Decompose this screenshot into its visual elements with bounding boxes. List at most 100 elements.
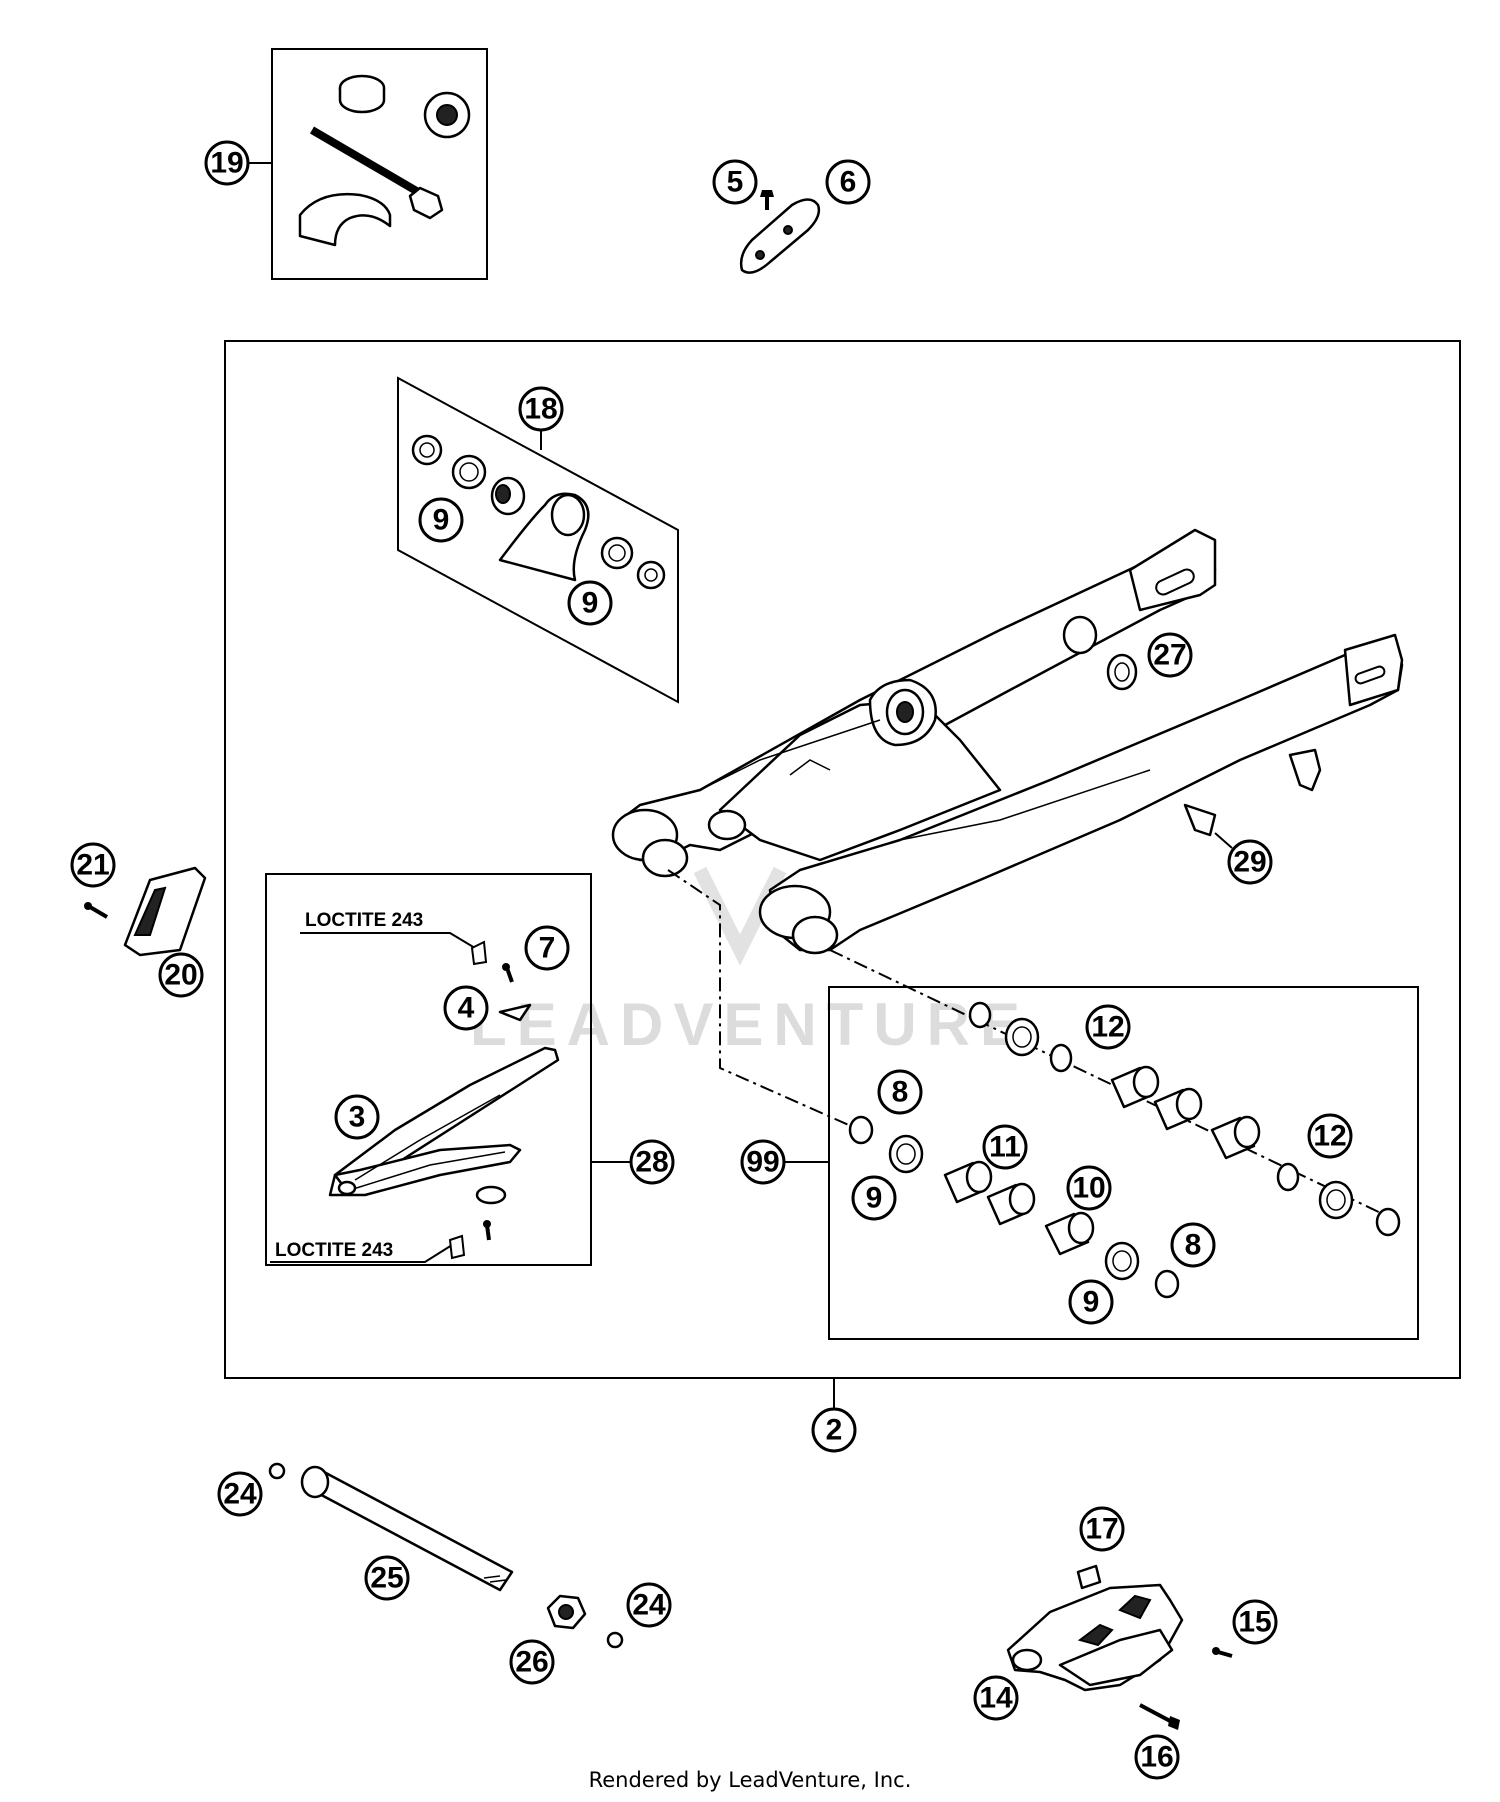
ring-9-left[interactable] <box>888 1134 924 1174</box>
callout-9-right[interactable] <box>1068 1279 1114 1325</box>
screw-28-bottom-a[interactable] <box>448 1234 466 1260</box>
sleeve-12[interactable] <box>1210 1115 1261 1160</box>
bushing-18[interactable] <box>490 476 526 516</box>
callout-19[interactable] <box>204 140 250 186</box>
callout-24-right[interactable] <box>626 1582 672 1628</box>
screw-7-top[interactable] <box>470 940 488 966</box>
ring-18b[interactable] <box>600 536 634 570</box>
callout-17[interactable] <box>1079 1506 1125 1552</box>
seal-12-upper-left[interactable] <box>968 1001 992 1029</box>
callout-12-lower[interactable] <box>1307 1113 1353 1159</box>
cone-washer-19[interactable] <box>423 91 471 139</box>
swingarm-assembly-box <box>224 340 1461 1379</box>
kit-28-box <box>265 873 592 1266</box>
callout-26[interactable] <box>509 1639 555 1685</box>
washer-12-lower[interactable] <box>1276 1162 1300 1192</box>
guard-20[interactable] <box>123 866 207 957</box>
callout-8-upper[interactable] <box>877 1069 923 1115</box>
callout-12-lower-label: 12 <box>1313 1120 1346 1153</box>
swingarm-2[interactable] <box>611 528 1404 955</box>
axle-25[interactable] <box>300 1465 514 1592</box>
part-group-5-6: 5 6 <box>712 159 871 274</box>
callout-3[interactable] <box>334 1094 380 1140</box>
callout-28[interactable] <box>629 1139 675 1185</box>
callout-9-kit-left-label: 9 <box>433 504 450 537</box>
screw-28-bottom-b[interactable] <box>483 1220 491 1241</box>
callout-9-kit-left[interactable] <box>418 497 464 543</box>
watermark-text: LEADVENTURE <box>470 991 1030 1058</box>
bolt-16[interactable] <box>1139 1703 1180 1730</box>
callout-18[interactable] <box>518 386 564 432</box>
callout-25[interactable] <box>364 1555 410 1601</box>
callout-8-lower[interactable] <box>1170 1222 1216 1268</box>
callout-3-label: 3 <box>349 1101 366 1134</box>
callout-24-left[interactable] <box>217 1471 263 1517</box>
seal-8-right[interactable] <box>1154 1269 1180 1299</box>
callout-21[interactable] <box>70 842 116 888</box>
screw-21[interactable] <box>84 902 109 919</box>
chain-guide-14[interactable] <box>1006 1583 1184 1692</box>
callout-11[interactable] <box>982 1124 1028 1170</box>
callout-5[interactable] <box>712 159 758 205</box>
part-group-28: 28 LOCTITE 243 7 4 3 LOCT <box>265 873 675 1266</box>
shell-19[interactable] <box>298 193 392 247</box>
callout-14-label: 14 <box>979 1682 1013 1715</box>
screw-7[interactable] <box>502 963 514 983</box>
screw-5[interactable] <box>760 190 774 210</box>
washer-24-right[interactable] <box>606 1631 624 1649</box>
ring-9-right[interactable] <box>1104 1241 1140 1281</box>
ring-12-lower[interactable] <box>1318 1180 1354 1220</box>
nut-26[interactable] <box>546 1594 587 1630</box>
callout-12-upper[interactable] <box>1085 1004 1131 1050</box>
callout-99-label: 99 <box>746 1146 779 1179</box>
callout-16[interactable] <box>1134 1734 1180 1780</box>
seal-12-lower-right[interactable] <box>1375 1207 1401 1237</box>
bearing-11-a[interactable] <box>943 1160 993 1204</box>
callout-27[interactable] <box>1147 632 1193 678</box>
chain-slider-3[interactable] <box>328 1046 560 1197</box>
callout-10[interactable] <box>1066 1165 1112 1211</box>
callout-24-right-label: 24 <box>632 1589 666 1622</box>
loctite-note-top: LOCTITE 243 <box>305 910 423 931</box>
sleeve-10[interactable] <box>1044 1211 1095 1256</box>
bearing-12-b[interactable] <box>1153 1087 1203 1131</box>
bolt-19[interactable] <box>309 126 444 220</box>
bearing-12-a[interactable] <box>1110 1065 1160 1109</box>
pivot-sleeve-18[interactable] <box>498 492 590 582</box>
callout-2[interactable] <box>811 1407 857 1453</box>
part-27[interactable] <box>1106 653 1138 691</box>
callout-15-label: 15 <box>1238 1606 1271 1639</box>
seal-8-left[interactable] <box>848 1115 874 1145</box>
callout-20[interactable] <box>158 952 204 998</box>
callout-6[interactable] <box>825 159 871 205</box>
callout-9-kit-right[interactable] <box>567 580 613 626</box>
screw-15[interactable] <box>1212 1647 1233 1658</box>
callout-16-label: 16 <box>1140 1741 1173 1774</box>
callout-99[interactable] <box>740 1139 786 1185</box>
callout-14[interactable] <box>973 1675 1019 1721</box>
ring-18a[interactable] <box>451 454 487 490</box>
callout-2-label: 2 <box>826 1414 843 1447</box>
callout-7[interactable] <box>524 925 570 971</box>
bearing-11-b[interactable] <box>986 1182 1036 1226</box>
callout-20-label: 20 <box>164 959 197 992</box>
washer-12-upper[interactable] <box>1049 1043 1073 1073</box>
seal-18b[interactable] <box>636 560 666 590</box>
callout-19-label: 19 <box>210 147 243 180</box>
part-group-20-21: 21 20 <box>70 842 207 998</box>
ring-12-upper[interactable] <box>1004 1017 1040 1057</box>
callout-9-kit-right-label: 9 <box>582 587 599 620</box>
seal-18a[interactable] <box>411 434 443 466</box>
callout-15[interactable] <box>1232 1599 1278 1645</box>
bushing-19[interactable] <box>338 74 386 114</box>
washer-24-left[interactable] <box>268 1462 286 1480</box>
callout-29[interactable] <box>1227 839 1273 885</box>
nut-17[interactable] <box>1076 1564 1102 1590</box>
callout-9-left[interactable] <box>851 1175 897 1221</box>
callout-29-label: 29 <box>1233 846 1266 879</box>
washer-28[interactable] <box>475 1185 507 1205</box>
callout-4[interactable] <box>443 985 489 1031</box>
slider-6[interactable] <box>739 198 821 274</box>
nut-4[interactable] <box>498 1003 532 1022</box>
